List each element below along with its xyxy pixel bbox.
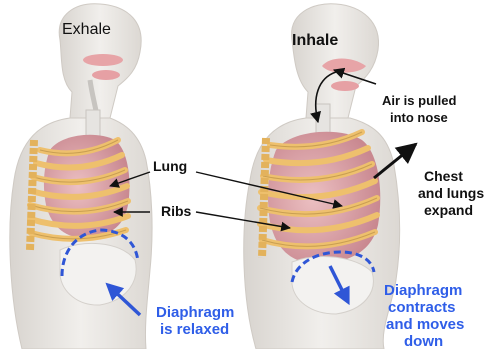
inhale-diaphragm-label-line-2: contracts (384, 299, 464, 316)
air-label-line-2: into nose (382, 109, 456, 126)
inhale-diaphragm-label-line-4: down (384, 333, 464, 350)
ribs-label: Ribs (161, 204, 191, 218)
exhale-diaphragm-label-line-1: Diaphragm (156, 304, 234, 321)
exhale-figure (10, 4, 152, 349)
exhale-diaphragm-label: Diaphragm is relaxed (156, 304, 234, 338)
inhale-title: Inhale (292, 33, 338, 49)
chest-label-line-1: Chest (418, 168, 484, 185)
chest-label-line-3: expand (418, 202, 484, 219)
lung-label: Lung (153, 159, 187, 173)
exhale-title: Exhale (62, 22, 111, 38)
air-label: Air is pulled into nose (382, 92, 456, 126)
exhale-diaphragm-label-line-2: is relaxed (156, 321, 234, 338)
inhale-diaphragm-label-line-1: Diaphragm (384, 282, 464, 299)
inhale-diaphragm-label-line-3: and moves (384, 316, 464, 333)
air-label-line-1: Air is pulled (382, 92, 456, 109)
inhale-diaphragm-label: Diaphragm contracts and moves down (384, 282, 464, 350)
chest-label-line-2: and lungs (418, 185, 484, 202)
chest-label: Chest and lungs expand (418, 168, 484, 219)
